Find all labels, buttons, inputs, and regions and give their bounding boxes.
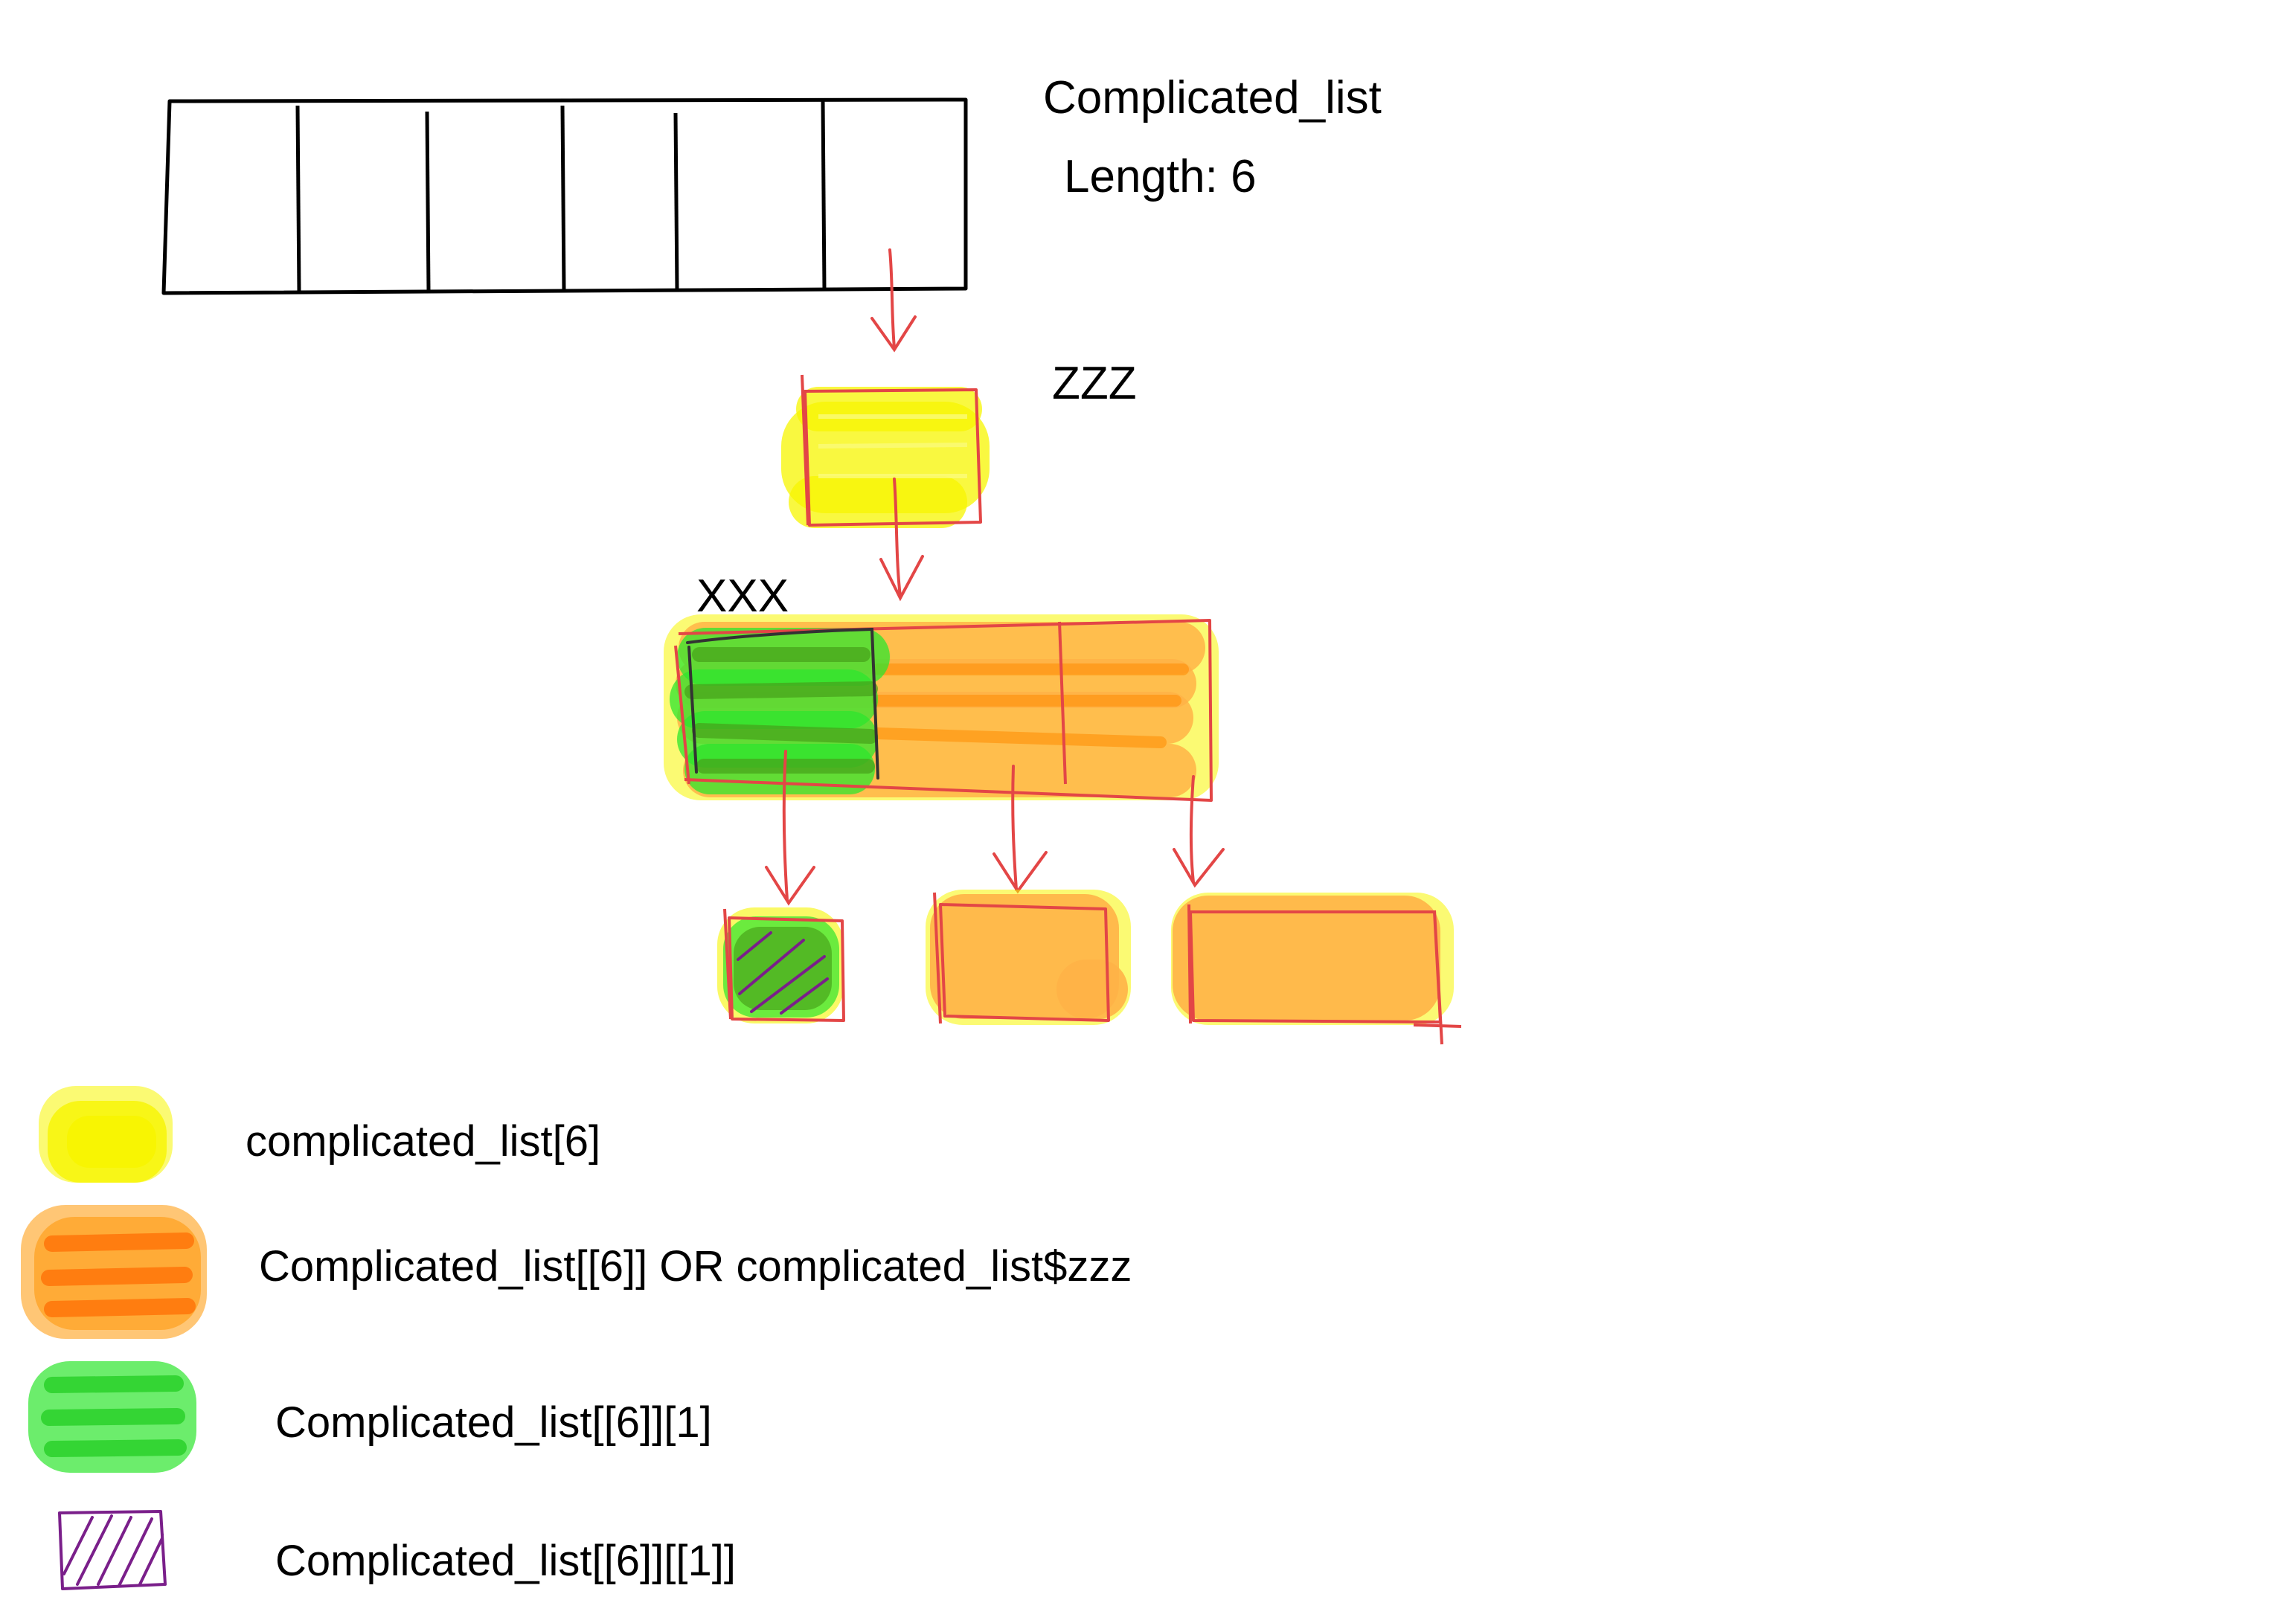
zzz-yellow-strokes [818, 414, 968, 478]
xxx-outline [674, 619, 1213, 802]
legend-swatch-green [28, 1361, 196, 1473]
zzz-yellow-highlight [781, 387, 990, 528]
list-title: Complicated_list [1043, 72, 1382, 123]
legend-label-green: Complicated_list[[6]][1] [275, 1398, 712, 1447]
list-cell-divider [821, 100, 827, 291]
arrow-to-zzz [870, 248, 917, 353]
complicated-list-box [161, 97, 968, 295]
list-cell-divider [673, 112, 679, 291]
arrow-to-leaf-1 [765, 750, 815, 906]
legend-swatch-purple-hatch [58, 1510, 167, 1590]
complicated-list-outline [161, 97, 968, 295]
xxx-first-cell-outline [686, 627, 879, 780]
leaf-1-outline [723, 908, 845, 1022]
leaf-2-outline [933, 892, 1110, 1024]
arrow-to-xxx [879, 478, 924, 602]
legend-label-yellow: complicated_list[6] [246, 1117, 600, 1166]
arrow-to-leaf-3 [1173, 775, 1225, 888]
legend-swatch-yellow [39, 1086, 173, 1183]
legend-label-orange: Complicated_list[[6]] OR complicated_lis… [259, 1242, 1132, 1291]
leaf-3-outline [1187, 904, 1462, 1045]
leaf-1-highlight [717, 907, 844, 1023]
legend: complicated_list[6] Complicated_list[[6]… [21, 1086, 1132, 1590]
list-cell-divider [295, 105, 301, 292]
leaf-1-purple-hatch [737, 931, 829, 1015]
leaf-2-highlight [926, 890, 1131, 1025]
zzz-outline [801, 374, 982, 527]
xxx-cell-divider [1058, 621, 1067, 785]
xxx-orange-bands [872, 663, 1189, 748]
legend-label-purple-hatch: Complicated_list[[6]][[1]] [275, 1537, 736, 1585]
leaf-element-1 [717, 907, 845, 1023]
leaf-3-highlight [1171, 893, 1454, 1025]
xxx-element [664, 614, 1219, 802]
list-cell-divider [425, 111, 431, 291]
legend-swatch-orange [21, 1205, 207, 1339]
xxx-label: XXX [696, 571, 789, 622]
leaf-element-2 [926, 890, 1131, 1025]
list-length: Length: 6 [1064, 151, 1257, 202]
list-cell-divider [560, 105, 566, 291]
zzz-label: ZZZ [1052, 358, 1137, 409]
leaf-element-3 [1171, 893, 1462, 1045]
zzz-element [781, 374, 990, 528]
